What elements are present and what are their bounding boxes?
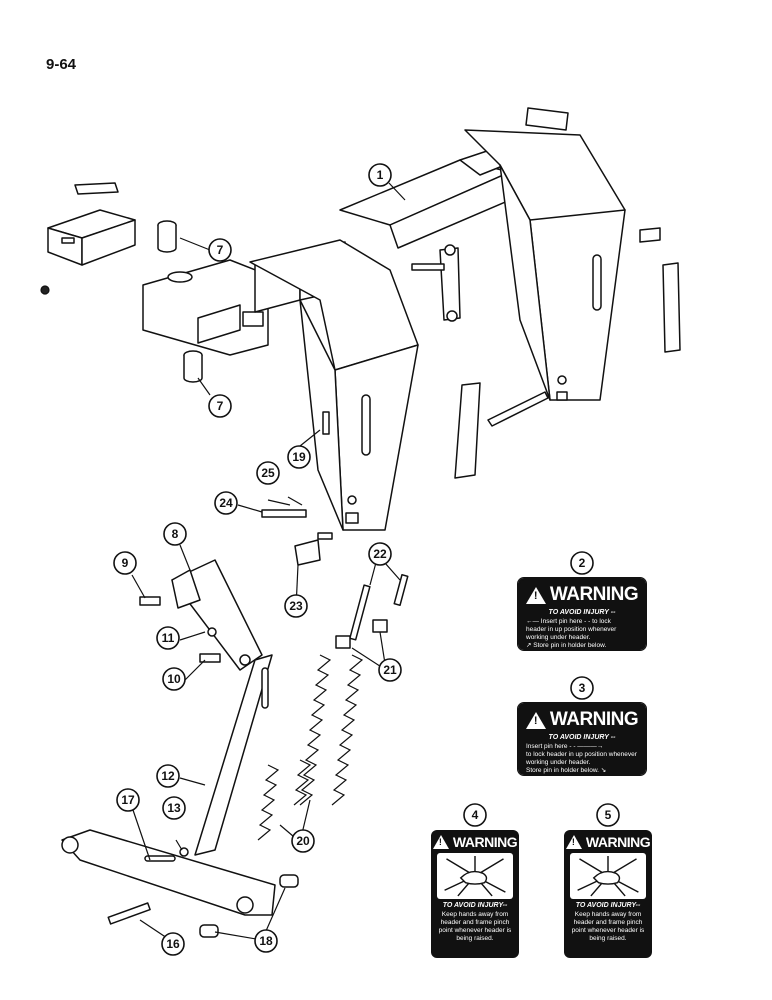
svg-text:21: 21 bbox=[383, 663, 397, 677]
bolt-22a bbox=[349, 584, 371, 641]
callout-17: 17 bbox=[116, 788, 140, 812]
pin-10 bbox=[199, 653, 221, 663]
decal-3-subheading: TO AVOID INJURY -- bbox=[548, 734, 616, 741]
svg-text:3: 3 bbox=[579, 681, 586, 695]
pin-25 bbox=[287, 496, 303, 506]
bushing-18a bbox=[199, 924, 219, 938]
pin-9 bbox=[139, 596, 161, 606]
svg-text:17: 17 bbox=[121, 793, 135, 807]
callout-3: 3 bbox=[570, 676, 594, 700]
decal-3-heading: WARNING bbox=[525, 709, 639, 731]
lift-bar bbox=[194, 654, 273, 856]
svg-text:11: 11 bbox=[162, 631, 175, 645]
warning-triangle-icon bbox=[432, 835, 449, 849]
svg-text:22: 22 bbox=[373, 547, 387, 561]
spring-left bbox=[257, 654, 332, 841]
callout-1: 1 bbox=[368, 163, 392, 187]
warning-decal-5: WARNING TO AVOID INJURY-- Keep hands awa… bbox=[564, 830, 652, 958]
warning-decal-4: WARNING TO AVOID INJURY-- Keep hands awa… bbox=[431, 830, 519, 958]
upper-link bbox=[411, 244, 461, 322]
decal-5-body: Keep hands away from header and frame pi… bbox=[571, 911, 645, 943]
callout-16: 16 bbox=[161, 932, 185, 956]
callout-5: 5 bbox=[596, 803, 620, 827]
svg-text:18: 18 bbox=[259, 934, 273, 948]
callout-13: 13 bbox=[162, 796, 186, 820]
callout-19: 19 bbox=[287, 445, 311, 469]
svg-text:19: 19 bbox=[292, 450, 306, 464]
decal-5-heading: WARNING bbox=[565, 834, 651, 850]
warning-triangle-icon bbox=[565, 835, 582, 849]
storage-box bbox=[47, 182, 136, 266]
callout-25: 25 bbox=[256, 461, 280, 485]
warning-decal-3: WARNING TO AVOID INJURY -- Insert pin he… bbox=[517, 702, 647, 776]
bushing-18b bbox=[279, 874, 299, 888]
callout-2: 2 bbox=[570, 551, 594, 575]
nut-21b bbox=[372, 619, 388, 633]
svg-text:23: 23 bbox=[289, 599, 303, 613]
pinch-point-hand-icon bbox=[570, 853, 646, 899]
callout-22: 22 bbox=[368, 542, 392, 566]
svg-text:9: 9 bbox=[122, 556, 129, 570]
warning-triangle-icon bbox=[525, 711, 546, 729]
pin-19 bbox=[322, 411, 330, 435]
callout-21: 21 bbox=[378, 658, 402, 682]
decal-4-body: Keep hands away from header and frame pi… bbox=[438, 911, 512, 943]
main-frame bbox=[142, 107, 661, 531]
decal-3-body: Insert pin here - - ———→ to lock header … bbox=[526, 743, 637, 775]
callout-4: 4 bbox=[463, 803, 487, 827]
decal-4-subheading: TO AVOID INJURY-- bbox=[442, 902, 508, 909]
plate-23 bbox=[294, 539, 321, 566]
callout-20: 20 bbox=[291, 829, 315, 853]
svg-text:4: 4 bbox=[472, 808, 479, 822]
svg-text:12: 12 bbox=[161, 769, 175, 783]
callout-24: 24 bbox=[214, 491, 238, 515]
svg-text:7: 7 bbox=[217, 399, 224, 413]
svg-text:2: 2 bbox=[579, 556, 586, 570]
bolt-22b bbox=[393, 573, 409, 607]
lower-strap bbox=[454, 382, 481, 479]
svg-text:25: 25 bbox=[261, 466, 275, 480]
svg-text:24: 24 bbox=[219, 496, 233, 510]
svg-text:5: 5 bbox=[605, 808, 612, 822]
svg-text:1: 1 bbox=[377, 168, 384, 182]
svg-text:20: 20 bbox=[296, 834, 310, 848]
decal-2-body: ←— Insert pin here - - to lock header in… bbox=[526, 618, 617, 650]
callout-8: 8 bbox=[163, 522, 187, 546]
pinch-point-hand-icon bbox=[437, 853, 513, 899]
pin-16 bbox=[107, 902, 151, 925]
svg-text:8: 8 bbox=[172, 527, 179, 541]
decal-4-heading: WARNING bbox=[432, 834, 518, 850]
callout-18: 18 bbox=[254, 929, 278, 953]
callout-10: 10 bbox=[162, 667, 186, 691]
svg-text:13: 13 bbox=[167, 801, 181, 815]
warning-decal-2: WARNING TO AVOID INJURY -- ←— Insert pin… bbox=[517, 577, 647, 651]
callout-12: 12 bbox=[156, 764, 180, 788]
spring-right bbox=[293, 654, 364, 806]
warning-triangle-icon bbox=[525, 586, 546, 604]
clip-11 bbox=[207, 627, 217, 637]
callout-11: 11 bbox=[156, 626, 180, 650]
callout-23: 23 bbox=[284, 594, 308, 618]
pin-24 bbox=[261, 509, 307, 518]
callout-7-upper: 7 bbox=[208, 238, 232, 262]
svg-text:7: 7 bbox=[217, 243, 224, 257]
nut-21a bbox=[335, 635, 351, 649]
svg-text:10: 10 bbox=[167, 672, 181, 686]
decal-2-heading: WARNING bbox=[525, 584, 639, 606]
callout-9: 9 bbox=[113, 551, 137, 575]
decal-5-subheading: TO AVOID INJURY-- bbox=[575, 902, 641, 909]
page-number: 9-64 bbox=[46, 56, 77, 73]
svg-text:16: 16 bbox=[166, 937, 180, 951]
decal-2-subheading: TO AVOID INJURY -- bbox=[548, 609, 616, 616]
small-nut bbox=[40, 285, 50, 295]
lower-arm bbox=[61, 829, 276, 916]
callout-7-lower: 7 bbox=[208, 394, 232, 418]
pivot-arm bbox=[171, 559, 263, 671]
lock-pin bbox=[487, 391, 549, 427]
side-strap bbox=[662, 262, 681, 353]
